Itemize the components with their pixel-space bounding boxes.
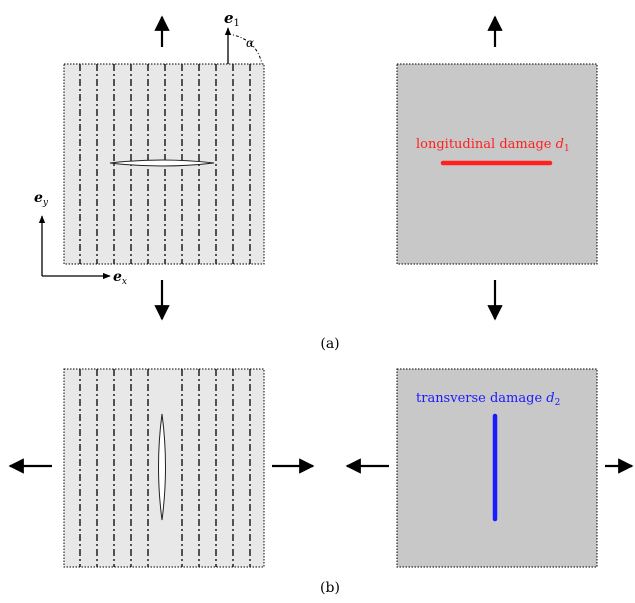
panel-a: e1 α ey ex longitudinal damage d1 (a) [34,9,598,352]
longitudinal-damage-label: longitudinal damage d1 [416,137,570,154]
fiber-square-a [63,63,265,265]
alpha-arc [227,33,263,65]
caption-a: (a) [320,336,339,352]
damage-square-b: transverse damage d2 [396,368,598,568]
ex-label: ex [113,269,127,287]
ey-label: ey [34,190,49,208]
crack-horizontal [109,159,215,167]
damage-square-a: longitudinal damage d1 [396,63,598,265]
transverse-damage-label: transverse damage d2 [416,391,560,408]
fiber-lines-a [79,64,251,264]
fiber-lines-b [79,369,251,567]
caption-b: (b) [320,580,340,596]
panel-b: transverse damage d2 (b) [8,368,634,596]
crack-vertical [158,413,166,521]
fiber-square-b [63,368,265,568]
alpha-label: α [246,36,254,50]
e1-label: e1 [224,9,240,29]
